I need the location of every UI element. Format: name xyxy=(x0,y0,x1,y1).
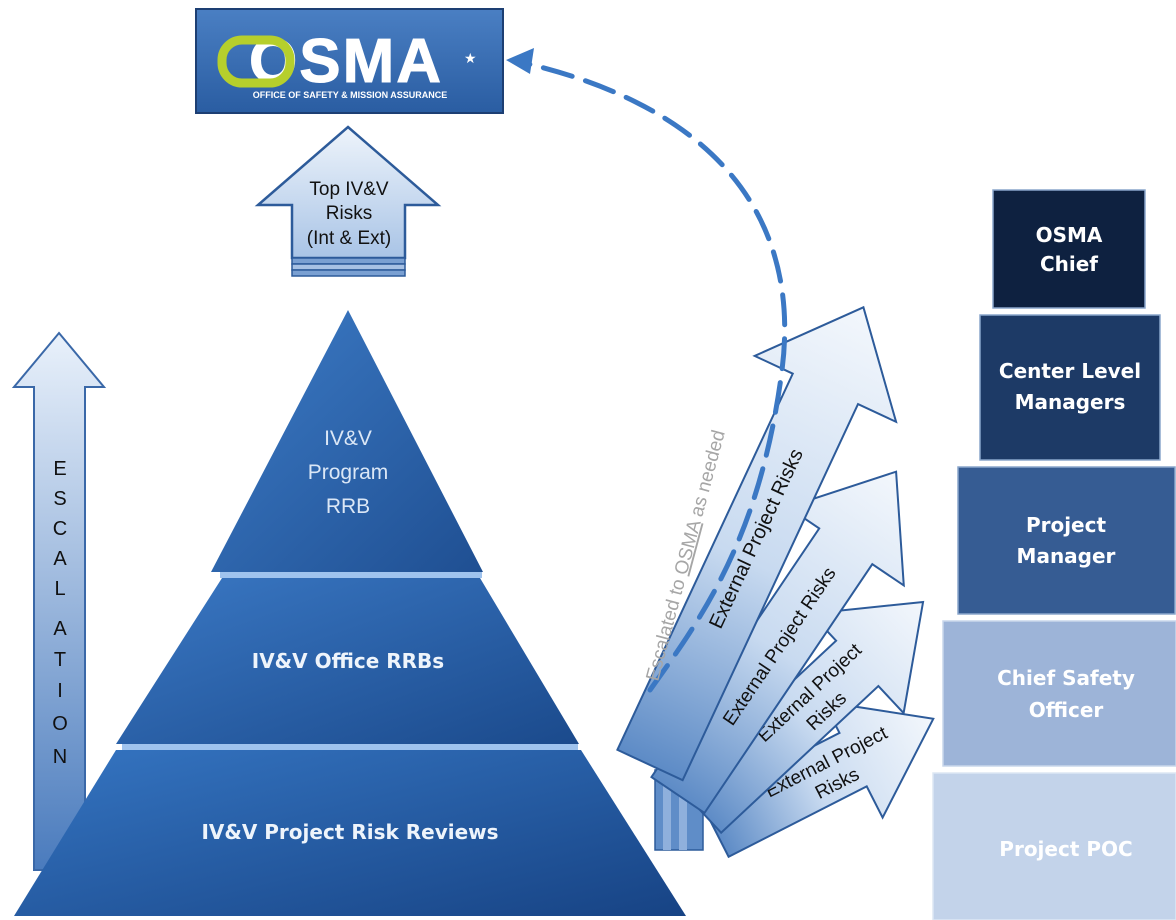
escalation-letter-10: N xyxy=(53,746,67,768)
level-chief-safety-officer-line-2: Officer xyxy=(1029,698,1104,722)
level-osma-chief-line-1: OSMA xyxy=(1036,223,1103,247)
level-project-manager-line-1: Project xyxy=(1026,513,1107,537)
pyramid-tier-middle xyxy=(116,578,579,744)
management-levels: OSMA Chief Center Level Managers Project… xyxy=(932,189,1176,920)
level-box-osma-chief xyxy=(992,189,1146,309)
star-icon: ★ xyxy=(464,50,477,66)
risk-review-pyramid: IV&V Program RRB IV&V Office RRBs IV&V P… xyxy=(14,310,686,916)
escalation-letter-1: E xyxy=(53,458,66,480)
pyramid-top-line-1: IV&V xyxy=(324,427,372,450)
escalation-letter-3: C xyxy=(53,518,67,540)
top-arrow-line-3: (Int & Ext) xyxy=(307,228,391,249)
top-arrow-line-2: Risks xyxy=(326,203,372,224)
level-center-managers-line-1: Center Level xyxy=(999,359,1141,383)
level-box-project-manager xyxy=(957,466,1176,615)
escalation-letter-6: A xyxy=(53,618,67,640)
external-risk-arrows: External Project Risks External Project … xyxy=(616,305,935,859)
escalation-arrow: E S C A L A T I O N xyxy=(11,331,107,871)
level-box-center-managers xyxy=(979,314,1161,461)
pyramid-bottom-label: IV&V Project Risk Reviews xyxy=(201,820,498,844)
top-arrow-line-1: Top IV&V xyxy=(309,179,389,200)
escalation-letter-7: T xyxy=(54,649,66,671)
osma-logo: OSMA ★ OFFICE OF SAFETY & MISSION ASSURA… xyxy=(195,8,504,114)
escalation-letter-2: S xyxy=(53,488,66,510)
level-box-project-poc xyxy=(932,772,1176,920)
logo-o-accent xyxy=(217,35,295,88)
level-project-poc-line-1: Project POC xyxy=(999,837,1132,861)
escalation-letter-5: L xyxy=(54,578,65,600)
pyramid-top-line-2: Program xyxy=(308,461,389,484)
level-box-chief-safety-officer xyxy=(942,620,1176,767)
pyramid-top-line-3: RRB xyxy=(326,495,370,518)
level-project-manager-line-2: Manager xyxy=(1017,544,1116,568)
pyramid-tier-top xyxy=(211,310,483,572)
escalation-letter-9: O xyxy=(52,713,68,735)
escalation-letter-8: I xyxy=(57,680,63,702)
escalation-letter-4: A xyxy=(53,548,67,570)
level-chief-safety-officer-line-1: Chief Safety xyxy=(997,666,1135,690)
osma-tagline: OFFICE OF SAFETY & MISSION ASSURANCE xyxy=(253,90,448,100)
level-osma-chief-line-2: Chief xyxy=(1040,252,1098,276)
top-risks-arrow: Top IV&V Risks (Int & Ext) xyxy=(254,125,442,277)
pyramid-tier-bottom xyxy=(14,750,686,916)
dashed-arrowhead xyxy=(506,48,534,74)
level-center-managers-line-2: Managers xyxy=(1015,390,1126,414)
pyramid-middle-label: IV&V Office RRBs xyxy=(252,649,444,673)
